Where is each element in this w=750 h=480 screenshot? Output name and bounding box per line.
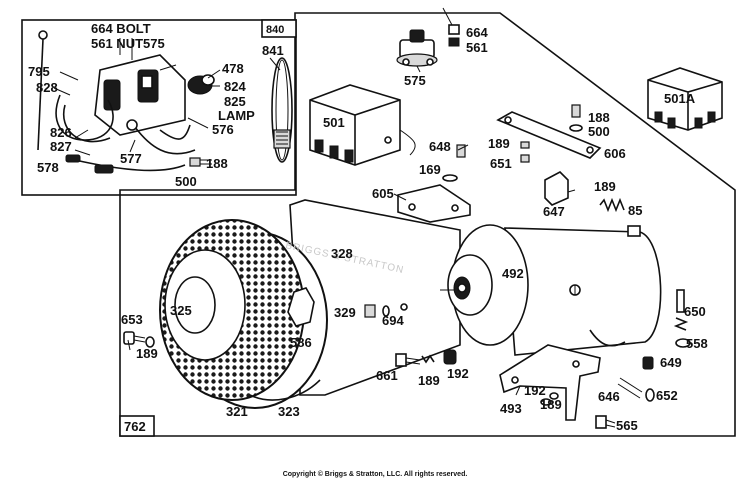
main-frame: [119, 12, 736, 437]
spring-85: [599, 197, 625, 213]
part-label: 661: [376, 368, 398, 383]
clip-647: [544, 171, 569, 206]
part-label: 664: [466, 25, 488, 40]
part-labels: 664 BOLT 561 NUT 575 795 828 478 824 825…: [28, 21, 708, 433]
part-label: 605: [372, 186, 394, 201]
copyright-notice: Copyright © Briggs & Stratton, LLC. All …: [283, 470, 468, 478]
screw-648: [442, 144, 466, 182]
inset-label-box: [261, 19, 297, 38]
hose-clamp-841: [271, 57, 293, 163]
part-label: 323: [278, 404, 300, 419]
part-label: 189: [136, 346, 158, 361]
part-label: 565: [616, 418, 638, 433]
bracket-606: [496, 104, 602, 163]
part-label: LAMP: [218, 108, 255, 123]
part-label: 575: [404, 73, 426, 88]
part-label: 189: [418, 373, 440, 388]
part-label: 694: [382, 313, 404, 328]
bracket-605: [397, 184, 471, 223]
part-label: 577: [120, 151, 142, 166]
part-label: 561: [466, 40, 488, 55]
part-label: 828: [36, 80, 58, 95]
part-label: 321: [226, 404, 248, 419]
part-label: 192: [447, 366, 469, 381]
part-label: 664 BOLT: [91, 21, 151, 36]
frame-label: 762: [124, 419, 146, 434]
part-label: 501: [323, 115, 345, 130]
screw-650: [673, 289, 691, 348]
regulator-501a: [647, 67, 723, 131]
part-label: 85: [628, 203, 642, 218]
part-label: 827: [50, 139, 72, 154]
part-label: 795: [28, 64, 50, 79]
leader-lines: [53, 7, 576, 396]
part-label: 606: [604, 146, 626, 161]
part-label: 328: [331, 246, 353, 261]
screw-329: [364, 303, 408, 318]
part-label: 647: [543, 204, 565, 219]
part-label: 192: [524, 383, 546, 398]
part-label: 189: [594, 179, 616, 194]
part-label: 649: [660, 355, 682, 370]
part-label: 188: [588, 110, 610, 125]
part-label: 478: [222, 61, 244, 76]
screw-653: [123, 331, 155, 348]
part-label: 500: [588, 124, 610, 139]
part-label: 558: [686, 336, 708, 351]
part-label: 169: [419, 162, 441, 177]
bracket-493: [499, 344, 655, 429]
regulator-501: [309, 84, 416, 166]
part-label: 648: [429, 139, 451, 154]
flywheel-screen-321: [159, 219, 328, 409]
part-label: 646: [598, 389, 620, 404]
inset-regulator-assembly: [37, 30, 215, 174]
part-label: 824: [224, 79, 246, 94]
frame-label-box: [119, 415, 155, 437]
part-label: 652: [656, 388, 678, 403]
part-label: 586: [290, 335, 312, 350]
part-label: 329: [334, 305, 356, 320]
part-label: 651: [490, 156, 512, 171]
part-label: 653: [121, 312, 143, 327]
part-label: 188: [206, 156, 228, 171]
part-label: 492: [502, 266, 524, 281]
part-label: 841: [262, 43, 284, 58]
part-label: 561 NUT: [91, 36, 143, 51]
part-label: 578: [37, 160, 59, 175]
inset-box: [21, 19, 297, 196]
part-label: 826: [50, 125, 72, 140]
part-label: 500: [175, 174, 197, 189]
part-label: 825: [224, 94, 246, 109]
part-label: 575: [143, 36, 165, 51]
part-label: 501A: [664, 91, 696, 106]
part-label: 650: [684, 304, 706, 319]
inset-label: 840: [266, 24, 284, 36]
screw-661: [395, 349, 457, 367]
part-label: 325: [170, 303, 192, 318]
part-label: 493: [500, 401, 522, 416]
part-label: 189: [488, 136, 510, 151]
part-label: 576: [212, 122, 234, 137]
switch-575: [396, 24, 460, 67]
generator-492: [447, 224, 662, 356]
part-label: 189: [540, 397, 562, 412]
